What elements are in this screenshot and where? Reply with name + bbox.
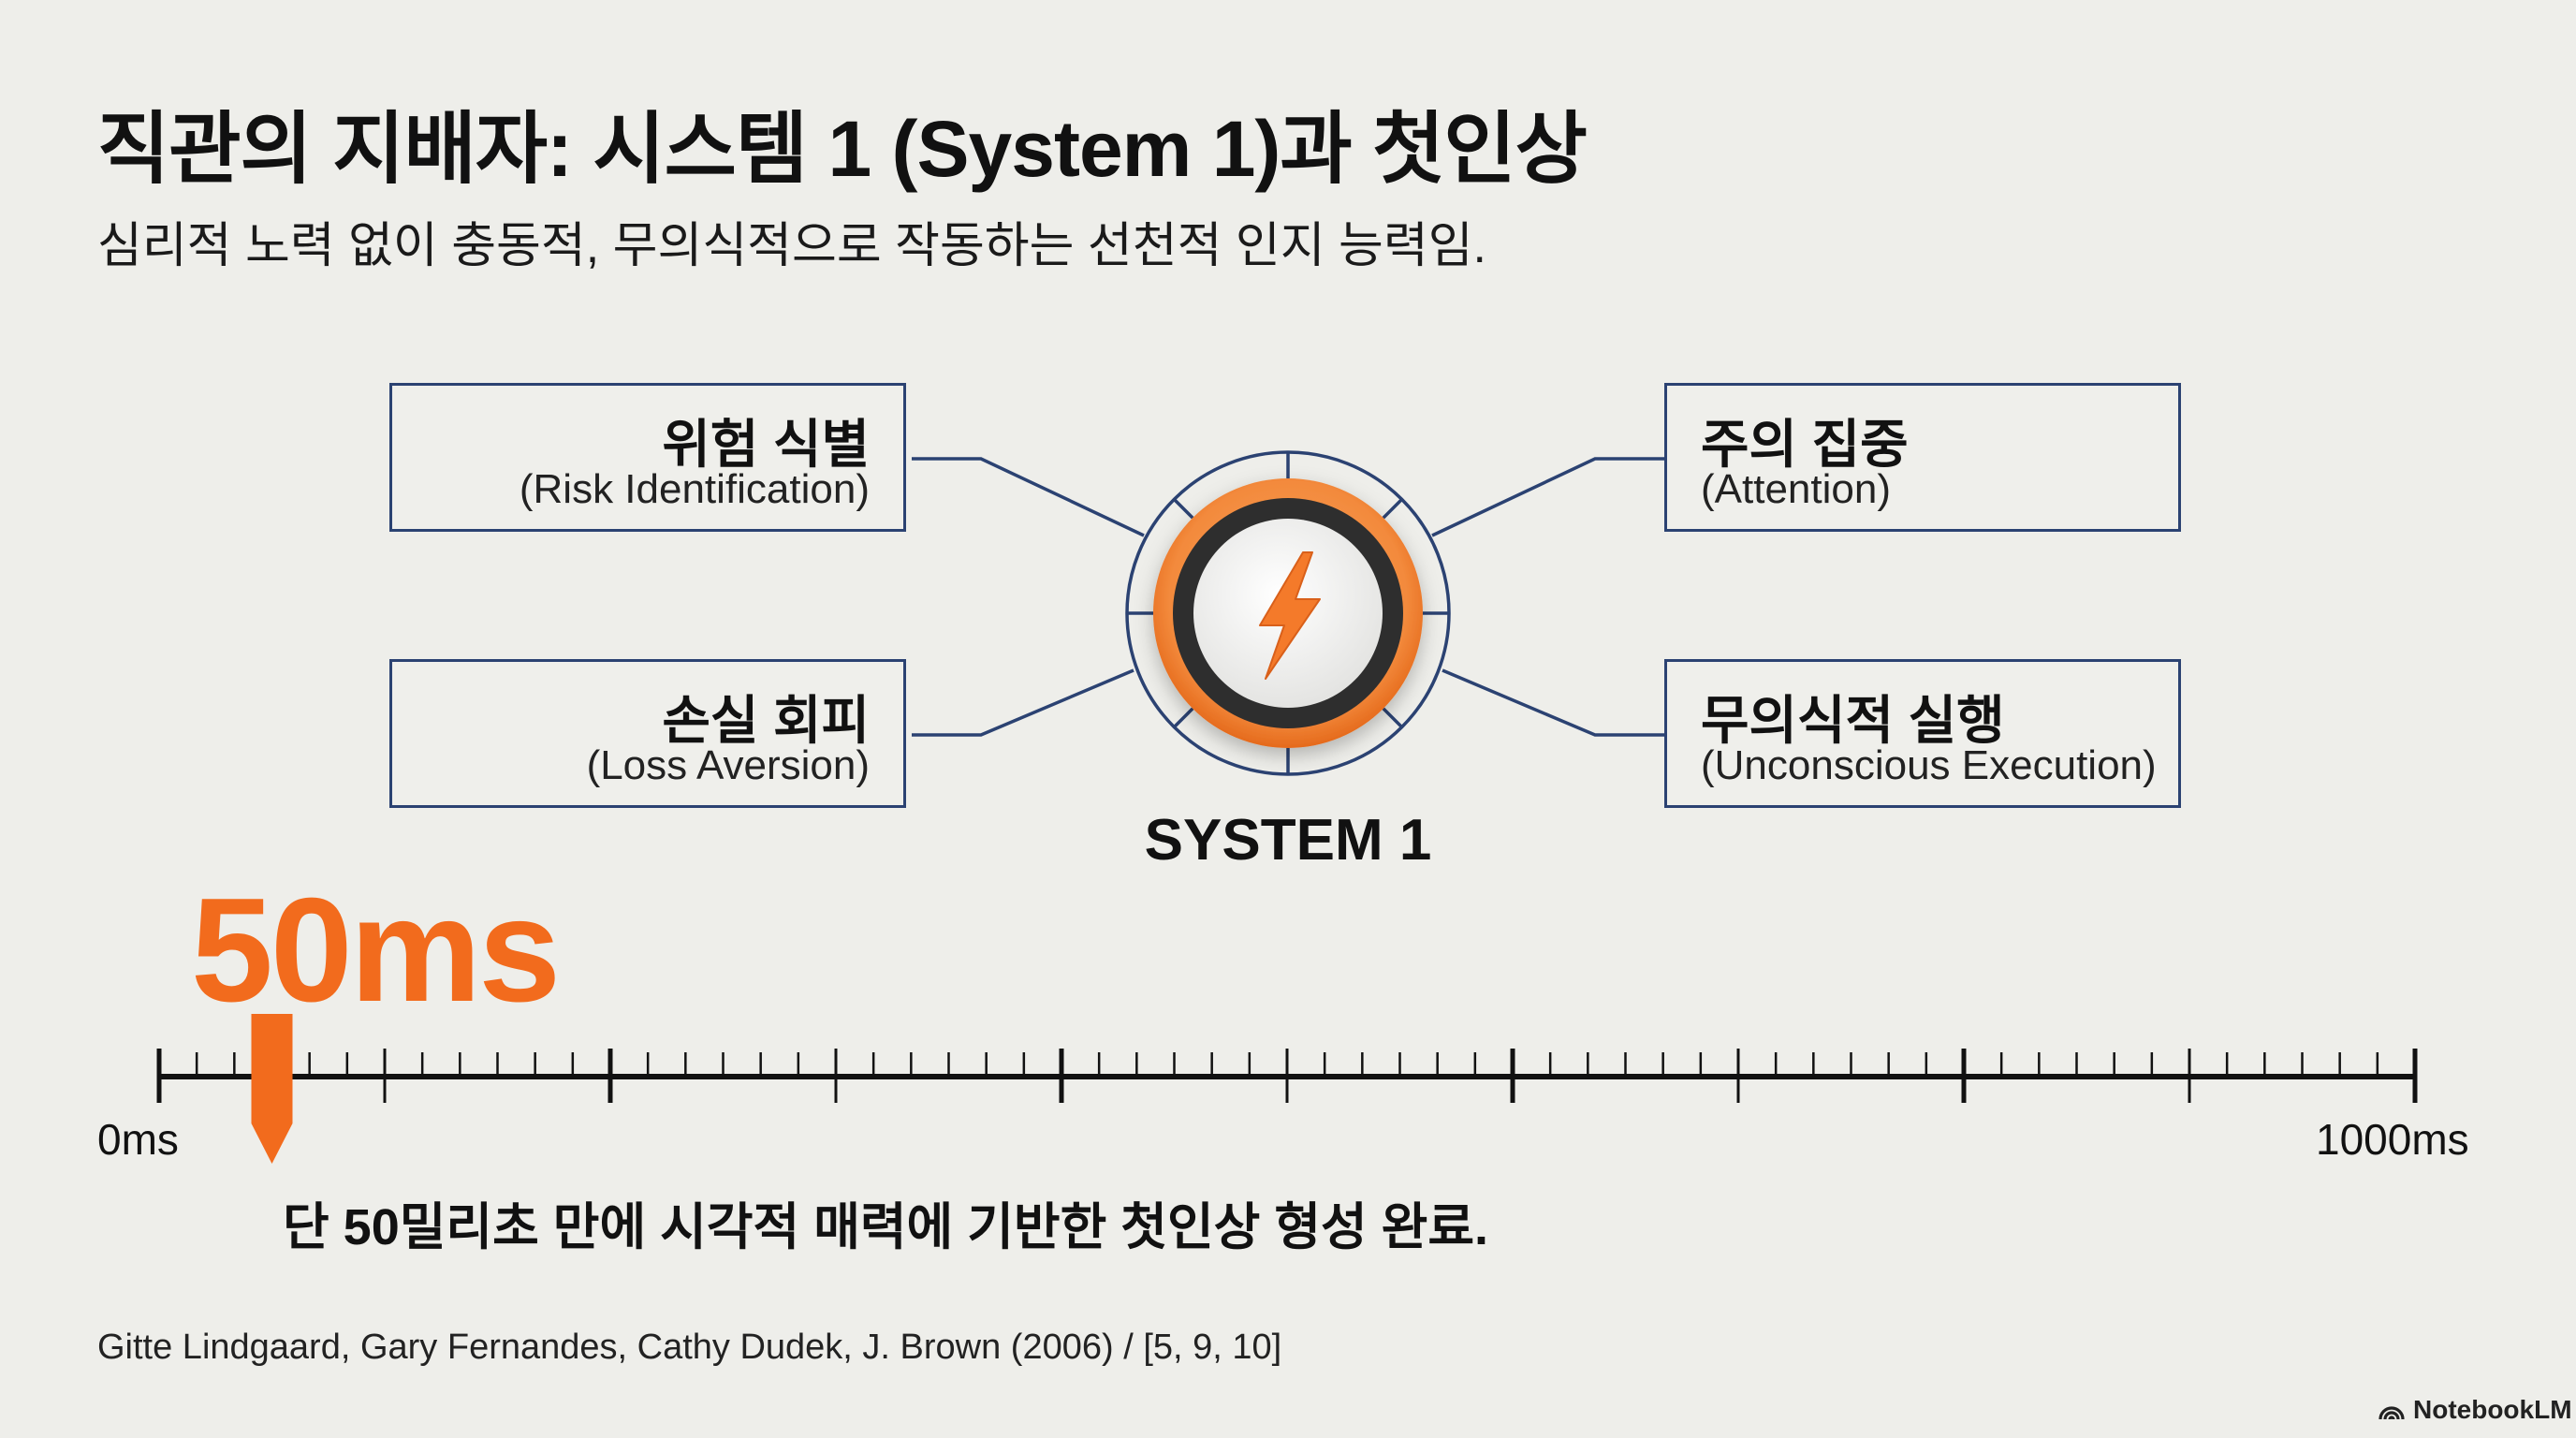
citation: Gitte Lindgaard, Gary Fernandes, Cathy D…: [97, 1328, 1282, 1367]
ring-spoke: [1173, 707, 1194, 728]
brand-logo: NotebookLM: [2378, 1395, 2572, 1425]
node-subtitle: (Unconscious Execution): [1701, 742, 2157, 788]
system1-label: SYSTEM 1: [1144, 808, 1432, 873]
lightning-bolt-icon: [1259, 551, 1321, 680]
node-subtitle: (Loss Aversion): [586, 742, 870, 788]
node-title: 손실 회피: [662, 691, 870, 750]
timeline-statement: 단 50밀리초 만에 시각적 매력에 기반한 첫인상 형성 완료.: [283, 1199, 1489, 1255]
ring-spoke: [1173, 498, 1194, 520]
connector-risk: [912, 457, 1145, 537]
ring-spoke: [1382, 498, 1403, 520]
brand-name: NotebookLM: [2413, 1395, 2572, 1424]
timeline-end-label: 1000ms: [2316, 1115, 2469, 1164]
node-subtitle: (Attention): [1701, 466, 1891, 512]
node-subtitle: (Risk Identification): [519, 466, 870, 512]
node-title: 주의 집중: [1701, 415, 1909, 474]
connector-loss: [912, 668, 1134, 737]
outer-ring: [1125, 450, 1451, 776]
connector-unconscious: [1442, 668, 1664, 737]
node-unconscious-execution: 무의식적 실행 (Unconscious Execution): [1664, 659, 2181, 808]
ring-spoke: [1382, 707, 1403, 728]
timeline-start-label: 0ms: [97, 1115, 179, 1164]
timeline-marker-50ms: [251, 1014, 293, 1164]
notebooklm-icon: [2378, 1406, 2405, 1420]
page-title: 직관의 지배자: 시스템 1 (System 1)과 첫인상: [97, 105, 1588, 193]
connector-lines: [912, 457, 1664, 737]
node-title: 무의식적 실행: [1701, 691, 2005, 750]
node-risk-identification: 위험 식별 (Risk Identification): [389, 383, 906, 532]
page-subtitle: 심리적 노력 없이 충동적, 무의식적으로 작동하는 선천적 인지 능력임.: [97, 219, 1486, 273]
node-title: 위험 식별: [662, 415, 870, 474]
node-loss-aversion: 손실 회피 (Loss Aversion): [389, 659, 906, 808]
highlight-time-label: 50ms: [191, 868, 561, 1033]
timeline-ruler: [156, 1049, 2418, 1103]
connector-attention: [1431, 457, 1664, 537]
node-attention: 주의 집중 (Attention): [1664, 383, 2181, 532]
